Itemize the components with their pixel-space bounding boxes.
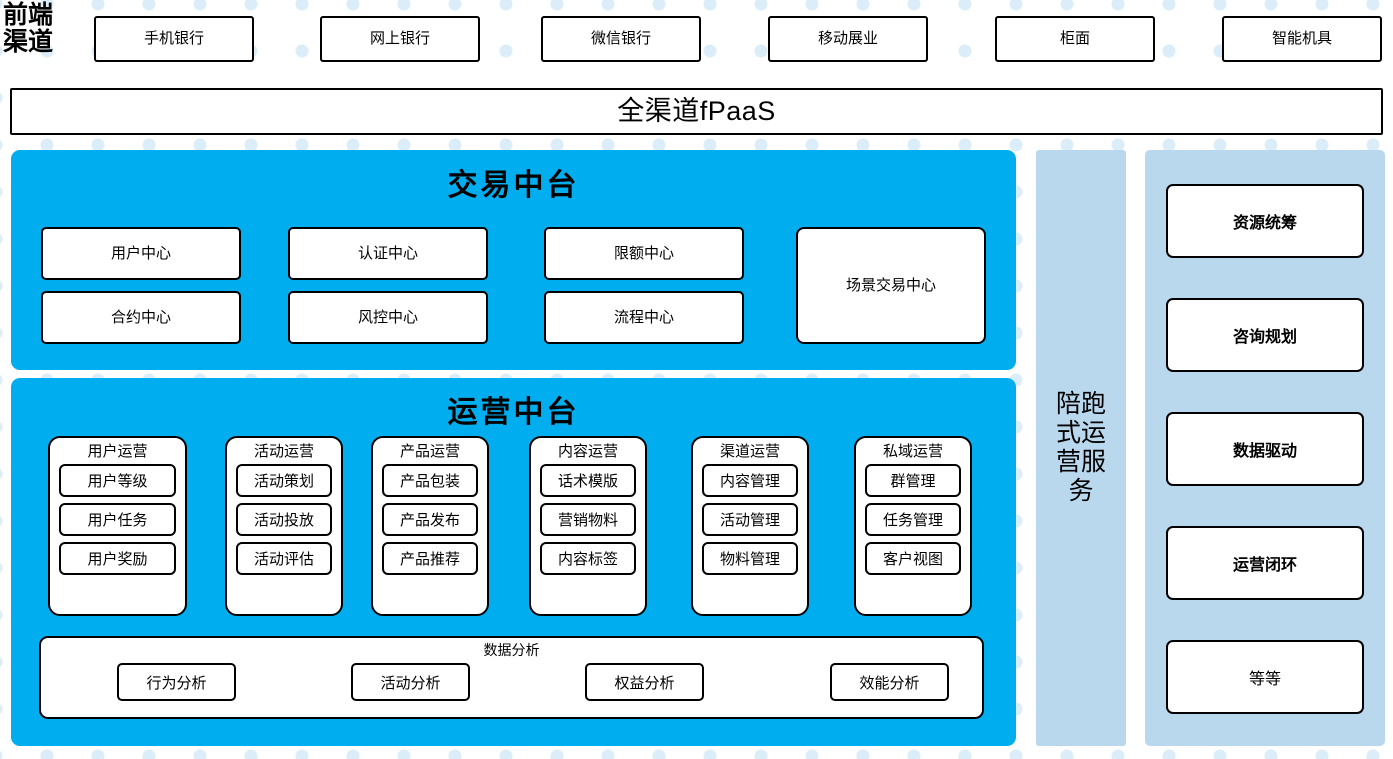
ops-group-item-list: 话术模版 营销物料 内容标签: [531, 464, 645, 583]
ops-group-item[interactable]: 话术模版: [540, 464, 636, 497]
ops-group-item[interactable]: 产品包装: [382, 464, 478, 497]
ops-group-item-list: 活动策划 活动投放 活动评估: [227, 464, 341, 583]
frontend-channel-label: 前端 渠道: [3, 2, 54, 56]
center-box-auth[interactable]: 认证中心: [288, 227, 488, 280]
ops-group-activity: 活动运营 活动策划 活动投放 活动评估: [225, 436, 343, 616]
ops-group-item-list: 内容管理 活动管理 物料管理: [693, 464, 807, 583]
service-strip-label: 陪跑式运营服务: [1055, 390, 1106, 505]
service-box-resource-coordination[interactable]: 资源统筹: [1166, 184, 1364, 258]
center-box-contract[interactable]: 合约中心: [41, 291, 241, 344]
trade-platform-title: 交易中台: [447, 169, 580, 202]
ops-group-item[interactable]: 活动评估: [236, 542, 332, 575]
ops-group-item[interactable]: 用户任务: [59, 503, 176, 536]
center-box-process[interactable]: 流程中心: [544, 291, 744, 344]
data-analysis-item-list: 行为分析 活动分析 权益分析 效能分析: [41, 657, 982, 703]
service-strip: 陪跑式运营服务: [1036, 150, 1126, 746]
ops-group-title: 私域运营: [882, 443, 943, 460]
data-analysis-item[interactable]: 权益分析: [585, 663, 704, 701]
channel-box-wechat-bank[interactable]: 微信银行: [541, 16, 701, 62]
ops-group-title: 渠道运营: [719, 443, 780, 460]
ops-group-item[interactable]: 产品发布: [382, 503, 478, 536]
ops-group-private-domain: 私域运营 群管理 任务管理 客户视图: [854, 436, 972, 616]
service-box-data-driven[interactable]: 数据驱动: [1166, 412, 1364, 486]
ops-group-item[interactable]: 客户视图: [865, 542, 961, 575]
ops-group-user: 用户运营 用户等级 用户任务 用户奖励: [48, 436, 187, 616]
channel-box-smart-machine[interactable]: 智能机具: [1222, 16, 1382, 62]
ops-group-title: 用户运营: [87, 443, 148, 460]
center-box-limit[interactable]: 限额中心: [544, 227, 744, 280]
ops-group-item[interactable]: 活动投放: [236, 503, 332, 536]
ops-group-item[interactable]: 产品推荐: [382, 542, 478, 575]
center-box-scenario-trade[interactable]: 场景交易中心: [796, 227, 986, 344]
service-box-etc[interactable]: 等等: [1166, 640, 1364, 714]
ops-group-content: 内容运营 话术模版 营销物料 内容标签: [529, 436, 647, 616]
service-box-ops-closed-loop[interactable]: 运营闭环: [1166, 526, 1364, 600]
fpaas-bar[interactable]: 全渠道fPaaS: [10, 88, 1383, 135]
ops-group-item[interactable]: 活动管理: [702, 503, 798, 536]
service-box-consulting-planning[interactable]: 咨询规划: [1166, 298, 1364, 372]
data-analysis-title: 数据分析: [483, 642, 540, 658]
channel-box-counter[interactable]: 柜面: [995, 16, 1155, 62]
ops-group-item[interactable]: 用户等级: [59, 464, 176, 497]
ops-group-item[interactable]: 任务管理: [865, 503, 961, 536]
ops-platform-title: 运营中台: [447, 396, 580, 429]
ops-group-title: 活动运营: [253, 443, 314, 460]
ops-group-item[interactable]: 用户奖励: [59, 542, 176, 575]
channel-box-mobile-bank[interactable]: 手机银行: [94, 16, 254, 62]
ops-group-item-list: 群管理 任务管理 客户视图: [856, 464, 970, 583]
center-box-user[interactable]: 用户中心: [41, 227, 241, 280]
ops-group-item-list: 产品包装 产品发布 产品推荐: [373, 464, 487, 583]
data-analysis-item[interactable]: 效能分析: [830, 663, 949, 701]
ops-group-item[interactable]: 内容管理: [702, 464, 798, 497]
ops-group-title: 内容运营: [557, 443, 618, 460]
ops-group-item[interactable]: 物料管理: [702, 542, 798, 575]
ops-group-item[interactable]: 内容标签: [540, 542, 636, 575]
trade-platform-panel: 交易中台 用户中心 认证中心 限额中心 合约中心 风控中心 流程中心 场景交易中…: [11, 150, 1016, 370]
center-box-risk[interactable]: 风控中心: [288, 291, 488, 344]
ops-group-item[interactable]: 群管理: [865, 464, 961, 497]
ops-group-item[interactable]: 营销物料: [540, 503, 636, 536]
channel-box-mobile-business[interactable]: 移动展业: [768, 16, 928, 62]
data-analysis-item[interactable]: 行为分析: [117, 663, 236, 701]
channel-box-online-bank[interactable]: 网上银行: [320, 16, 480, 62]
ops-group-product: 产品运营 产品包装 产品发布 产品推荐: [371, 436, 489, 616]
ops-group-title: 产品运营: [399, 443, 460, 460]
ops-group-item[interactable]: 活动策划: [236, 464, 332, 497]
data-analysis-item[interactable]: 活动分析: [351, 663, 470, 701]
service-panel: 资源统筹 咨询规划 数据驱动 运营闭环 等等: [1145, 150, 1385, 746]
ops-group-channel: 渠道运营 内容管理 活动管理 物料管理: [691, 436, 809, 616]
ops-group-item-list: 用户等级 用户任务 用户奖励: [50, 464, 185, 583]
data-analysis-card: 数据分析 行为分析 活动分析 权益分析 效能分析: [39, 636, 984, 719]
ops-platform-panel: 运营中台 用户运营 用户等级 用户任务 用户奖励 活动运营 活动策划 活动投放 …: [11, 378, 1016, 746]
